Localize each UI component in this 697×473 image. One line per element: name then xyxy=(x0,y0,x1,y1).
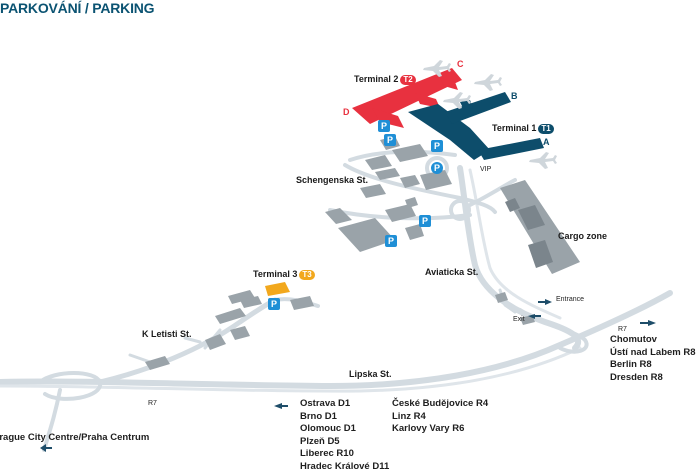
destination-item: Chomutov xyxy=(610,334,657,345)
terminal-2-badge: T2 xyxy=(400,75,416,85)
schengenska-street-label: Schengenska St. xyxy=(296,175,369,185)
destinations-right: Chomutov Ústí nad Labem R8 Berlin R8 Dre… xyxy=(610,334,696,384)
destination-item: Linz R4 xyxy=(392,410,426,422)
entrance-label: Entrance xyxy=(556,296,585,303)
direction-arrows xyxy=(40,299,656,452)
terminal-3-name: Terminal 3 xyxy=(253,269,298,279)
parking-marker-p1[interactable]: P xyxy=(378,120,390,132)
exit-label: Exit xyxy=(513,316,525,323)
plane-icons xyxy=(423,60,557,169)
lipska-street-label: Lipska St. xyxy=(349,369,392,379)
terminal-2-name: Terminal 2 xyxy=(354,74,399,84)
destination-item: České Budějovice R4 xyxy=(392,398,489,409)
destination-item: Liberec R10 xyxy=(300,448,354,459)
parking-marker-p5[interactable]: P xyxy=(419,215,431,227)
page-title: PARKOVÁNÍ / PARKING xyxy=(0,0,155,16)
aviaticka-street-label: Aviaticka St. xyxy=(425,267,479,277)
destinations-bottom-b: České Budějovice R4 Linz R4 Karlovy Vary… xyxy=(392,398,488,436)
pier-a-label: A xyxy=(543,137,550,147)
destination-item: Ostrava D1 xyxy=(300,398,351,409)
buildings xyxy=(145,136,580,370)
k-letisti-street-label: K Letisti St. xyxy=(142,329,192,339)
terminal-1-name: Terminal 1 xyxy=(492,123,537,133)
vip-label: VIP xyxy=(480,166,492,173)
pier-c-label: C xyxy=(457,59,464,69)
destination-item: Plzeň D5 xyxy=(300,435,340,447)
parking-marker-p6[interactable]: P xyxy=(385,235,397,247)
destination-item: Karlovy Vary R6 xyxy=(392,423,465,434)
terminal-1-badge: T1 xyxy=(538,124,554,134)
terminal-3-badge: T3 xyxy=(299,270,315,280)
terminal-2-building xyxy=(352,68,462,128)
parking-marker-p4[interactable]: P xyxy=(431,162,443,174)
destination-item: Berlin R8 xyxy=(610,359,652,370)
cargo-zone-label: Cargo zone xyxy=(558,231,608,241)
pier-d-label: D xyxy=(343,107,350,117)
destinations-bottom-a: Ostrava D1 Brno D1 Olomouc D1 Plzeň D5 L… xyxy=(300,398,389,473)
pier-b-label: B xyxy=(511,91,518,101)
parking-marker-t3[interactable]: P xyxy=(268,298,280,310)
r7-left-label: R7 xyxy=(148,400,157,407)
terminal-1-building xyxy=(408,92,544,160)
city-centre-destination: Prague City Centre/Praha Centrum xyxy=(0,432,150,443)
destination-item: Brno D1 xyxy=(300,410,337,422)
destination-item: Hradec Králové D11 xyxy=(300,460,390,472)
parking-marker-p3[interactable]: P xyxy=(431,140,443,152)
destination-item: Olomouc D1 xyxy=(300,423,356,434)
terminal-3-building xyxy=(265,282,290,296)
parking-marker-p2[interactable]: P xyxy=(384,134,396,146)
destination-item: Ústí nad Labem R8 xyxy=(610,346,696,358)
destination-item: Dresden R8 xyxy=(610,371,663,383)
r7-right-label: R7 xyxy=(618,326,627,333)
